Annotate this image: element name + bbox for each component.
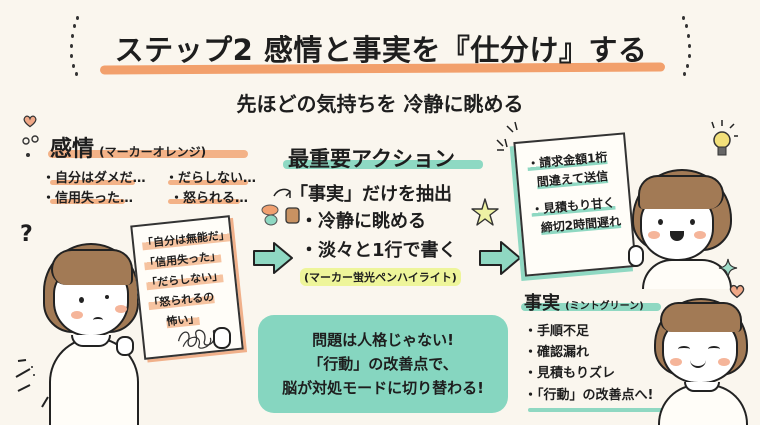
page-title: ステップ2 感情と事実を『仕分け』する xyxy=(114,33,648,67)
page-subtitle: 先ほどの気持ちを 冷静に眺める xyxy=(236,92,524,116)
title-dots-left xyxy=(66,14,82,76)
person-cheek xyxy=(115,305,127,313)
emotion-item: ・自分はダメだ… xyxy=(42,171,146,186)
emotion-item-highlight xyxy=(50,180,135,185)
emotion-item: ・だらしない… xyxy=(165,171,257,186)
emotion-marker-label: (マーカーオレンジ) xyxy=(99,145,207,159)
emotion-item-highlight xyxy=(168,180,248,185)
person-cheek xyxy=(648,231,660,239)
person-cheek xyxy=(71,311,83,319)
emotion-heading: 感情 (マーカーオレンジ) xyxy=(50,131,206,163)
person-eye xyxy=(79,297,84,303)
person-eye xyxy=(658,219,663,225)
fact-item: ・手順不足 xyxy=(524,324,590,339)
star-icon xyxy=(470,197,500,231)
arrow-right-icon xyxy=(252,241,294,275)
fact-item: ・「行動」の改善点へ! xyxy=(524,388,654,403)
sparkle-icon xyxy=(718,258,738,282)
emotion-heading-highlight xyxy=(48,150,248,158)
question-mark-icon: ? xyxy=(20,222,33,247)
heart-icon xyxy=(728,282,746,304)
emotion-item: ・怒られる… xyxy=(170,191,249,206)
happy-person xyxy=(628,165,738,289)
key-message-callout: 問題は人格じゃない! 「行動」の改善点で、 脳が対処モードに切り替わる! xyxy=(258,315,508,413)
person-bangs xyxy=(51,249,133,285)
action-heading: 最重要アクション xyxy=(288,147,455,171)
fact-heading-highlight xyxy=(521,303,661,311)
action-heading-highlight xyxy=(283,160,483,169)
action-marker-note: (マーカー蛍光ペンハイライト) xyxy=(300,268,461,286)
heart-icon xyxy=(22,113,38,133)
person-hand-pointing xyxy=(628,245,644,267)
action-item: ・淡々と1行で書く xyxy=(300,240,457,261)
sorting-objects-icon xyxy=(260,186,308,230)
person-eye-closed xyxy=(708,346,720,352)
emotion-item-highlight xyxy=(168,199,240,204)
burst-lines-icon xyxy=(505,120,523,142)
person-mouth xyxy=(690,360,706,368)
emotion-item-highlight xyxy=(50,199,125,204)
action-item: ・冷静に眺める xyxy=(300,211,426,232)
person-hand xyxy=(116,336,134,356)
person-eye xyxy=(105,295,109,299)
person-cheek xyxy=(694,231,706,239)
callout-line: 問題は人格じゃない! xyxy=(312,331,454,349)
callout-line: 「行動」の改善点で、 xyxy=(308,355,458,373)
callout-line: 脳が対処モードに切り替わる! xyxy=(282,379,484,397)
smiling-person xyxy=(650,292,755,425)
person-eye-closed xyxy=(678,346,690,352)
person-hand xyxy=(213,327,231,349)
burst-lines-icon xyxy=(495,138,519,162)
lightbulb-icon xyxy=(708,118,742,170)
fact-notebook: ・請求金額1桁 間違えて送信 ・見積もり甘く 締切2時間遅れ xyxy=(513,132,637,277)
emotion-item: ・信用失った… xyxy=(42,191,134,206)
motion-lines-icon xyxy=(12,355,62,414)
person-cheek xyxy=(670,358,682,366)
person-collar xyxy=(684,382,720,392)
person-mouth xyxy=(670,231,684,241)
title-dots-right xyxy=(680,14,696,76)
fact-marker-label: (ミントグリーン) xyxy=(565,301,644,312)
person-eye xyxy=(690,219,695,225)
fact-heading: 事実 (ミントグリーン) xyxy=(524,289,644,315)
action-item: 「事実」だけを抽出 xyxy=(290,184,452,205)
person-cheek xyxy=(718,358,730,366)
person-collar xyxy=(71,335,111,347)
person-mouth xyxy=(93,317,103,323)
fact-heading-label: 事実 xyxy=(524,293,560,314)
fact-item: ・見積もりズレ xyxy=(524,366,616,381)
doodle-loops-icon xyxy=(18,133,48,167)
person-bangs xyxy=(660,302,742,332)
emotion-heading-label: 感情 xyxy=(50,137,95,162)
person-bangs xyxy=(638,175,724,209)
fact-underline xyxy=(528,408,668,412)
arrow-right-icon xyxy=(478,240,522,276)
fact-item: ・確認漏れ xyxy=(524,345,590,360)
